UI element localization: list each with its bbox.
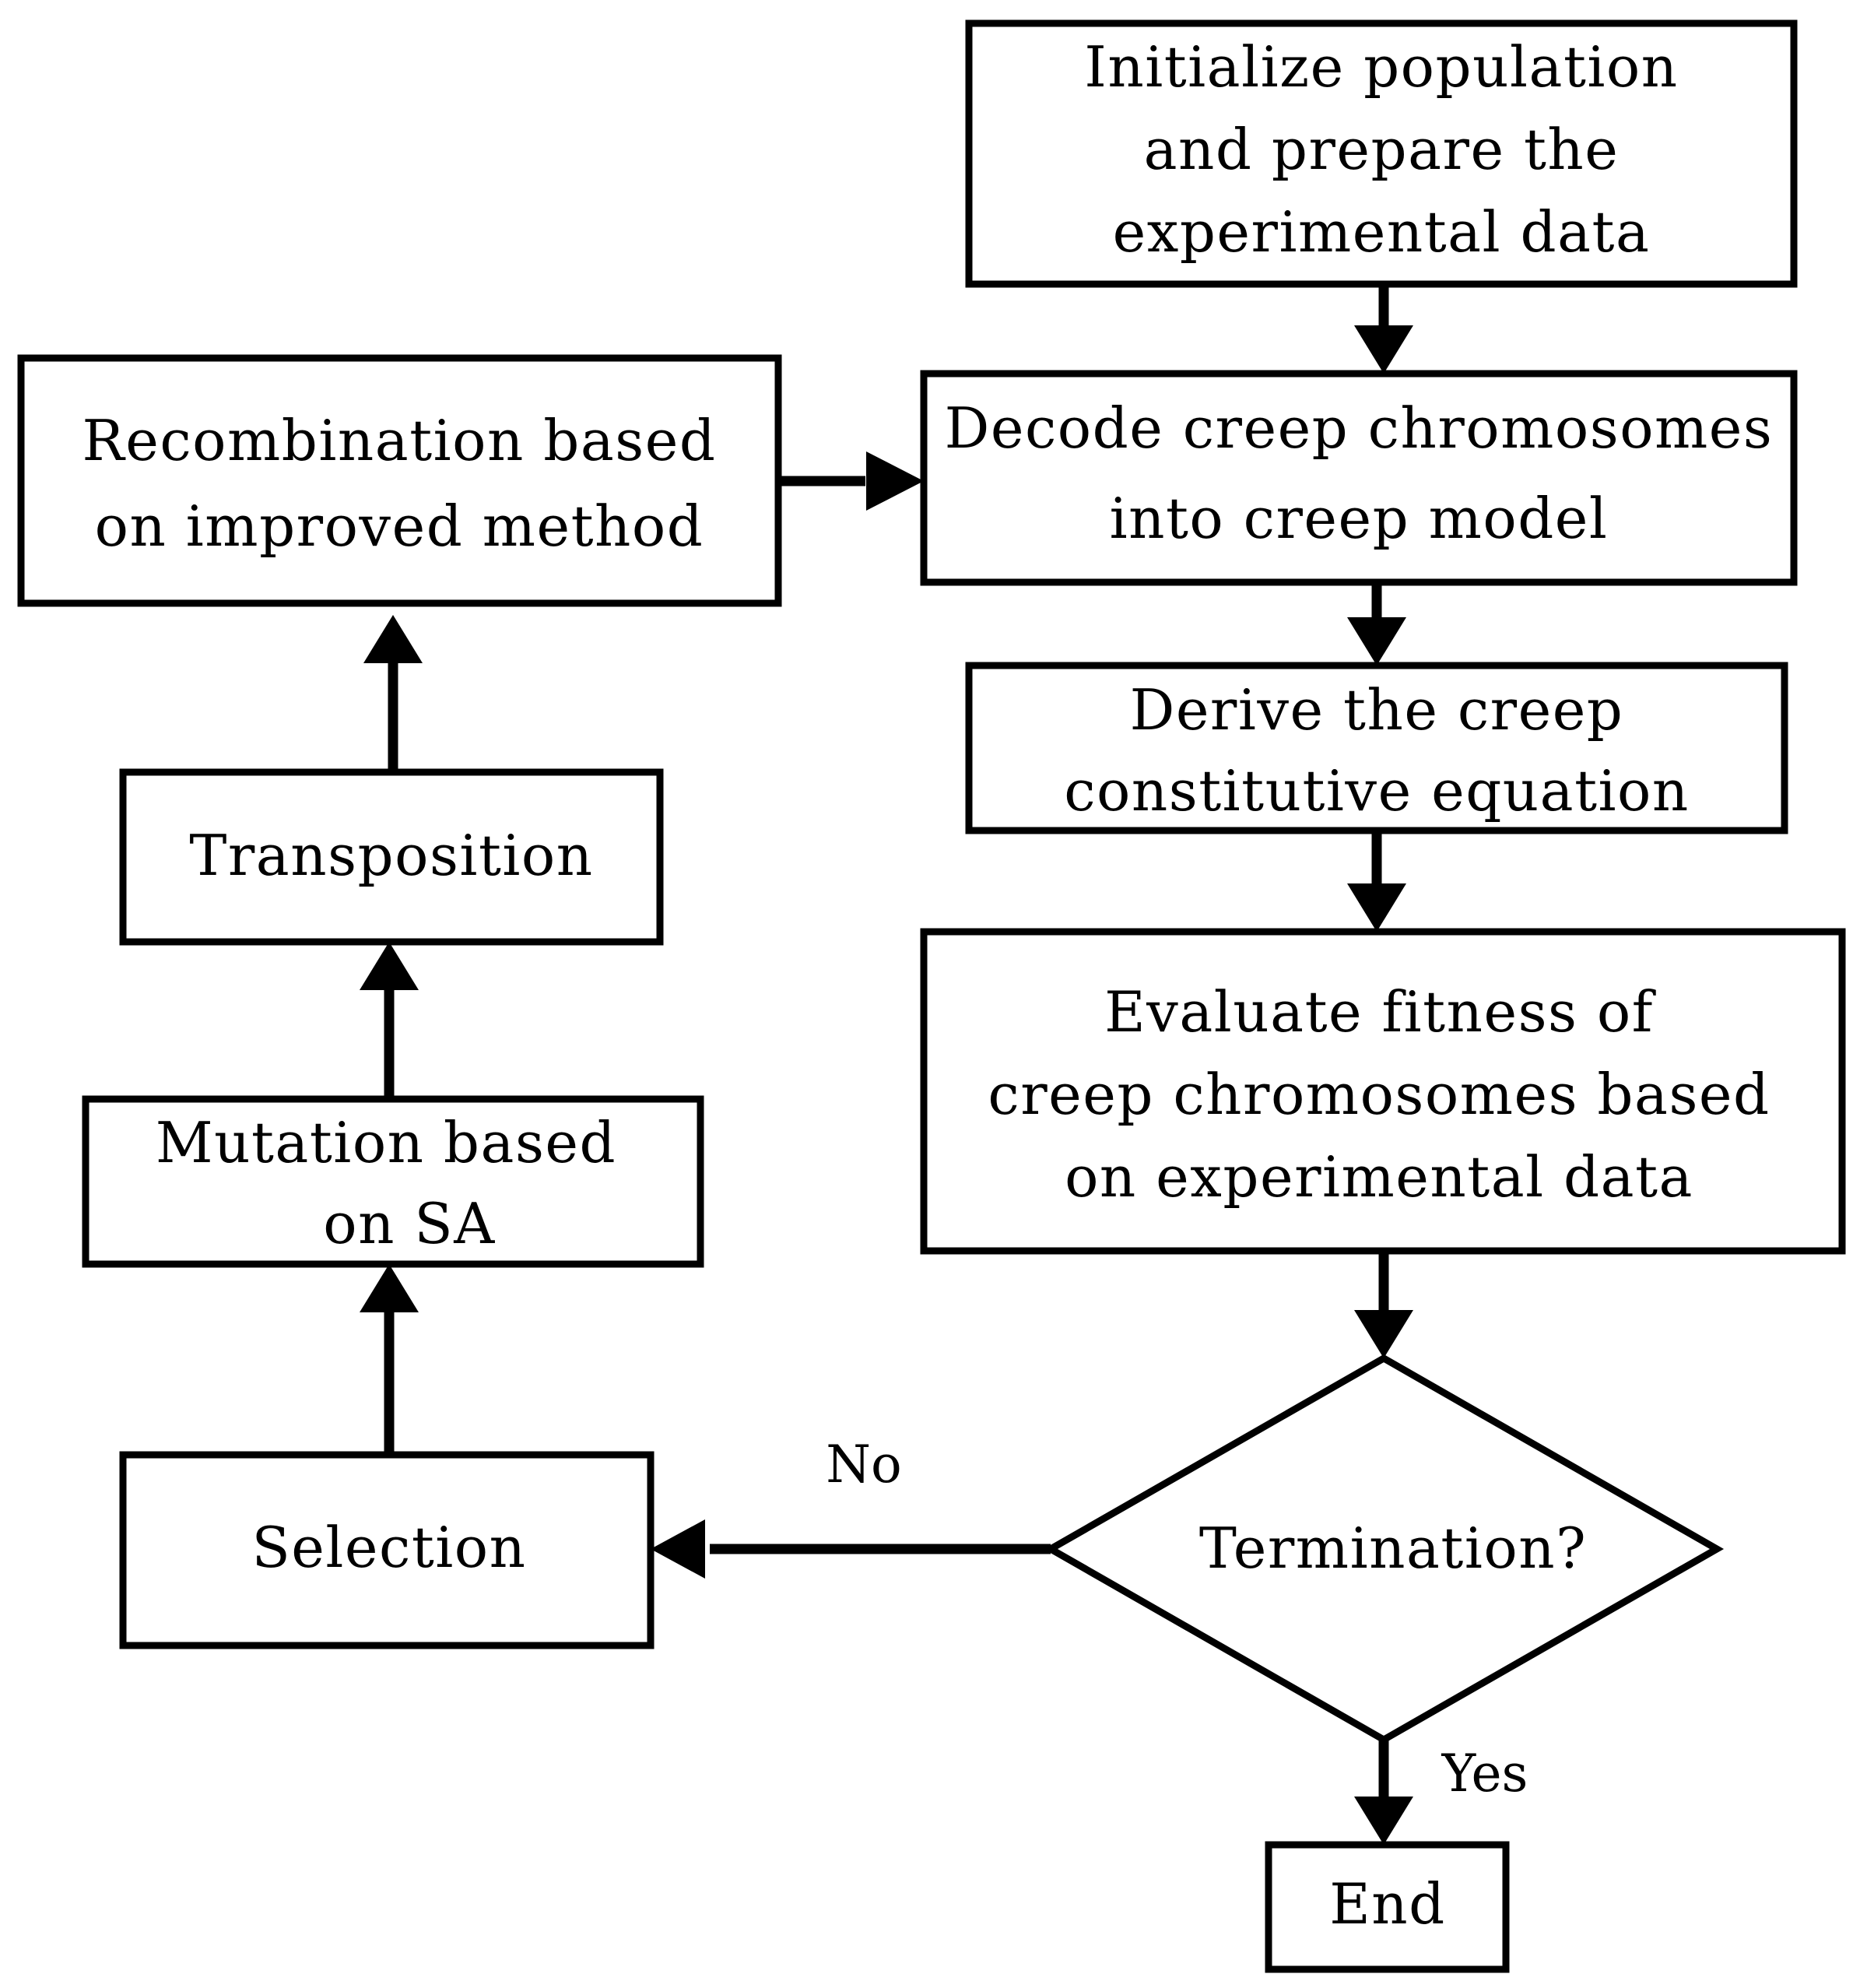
node-mutation-sa[interactable]: Mutation based on SA [82, 1095, 704, 1268]
node-recombination-line-1: Recombination based [82, 408, 717, 473]
node-evaluate-line-1: Evaluate fitness of [1104, 979, 1656, 1045]
node-termination-label: Termination? [1199, 1516, 1587, 1581]
connector-initialize-to-decode [1354, 284, 1413, 374]
connector-decode-to-derive [1347, 582, 1406, 666]
node-recombination[interactable]: Recombination based on improved method [17, 354, 782, 607]
node-recombination-line-2: on improved method [95, 493, 704, 559]
node-initialize-population[interactable]: Initialize population and prepare the ex… [965, 19, 1798, 288]
node-end-label: End [1329, 1871, 1446, 1937]
node-selection-label: Selection [251, 1515, 526, 1580]
connector-transposition-to-recombination [363, 615, 423, 772]
edge-label-yes: Yes [1441, 1744, 1528, 1804]
connector-mutation-to-transposition [360, 942, 419, 1099]
node-derive-line-1: Derive the creep [1130, 677, 1624, 743]
connector-evaluate-to-termination [1354, 1251, 1413, 1358]
connector-selection-to-mutation [360, 1264, 419, 1455]
node-selection[interactable]: Selection [119, 1451, 655, 1649]
node-derive-equation[interactable]: Derive the creep constitutive equation [965, 662, 1788, 834]
node-initialize-line-3: experimental data [1113, 199, 1651, 265]
connector-derive-to-evaluate [1347, 831, 1406, 932]
node-evaluate-fitness[interactable]: Evaluate fitness of creep chromosomes ba… [920, 928, 1846, 1255]
edge-label-no: No [826, 1435, 902, 1495]
node-termination-decision[interactable]: Termination? [1043, 1354, 1725, 1744]
node-evaluate-line-3: on experimental data [1065, 1144, 1693, 1210]
node-initialize-line-2: and prepare the [1144, 117, 1620, 182]
node-decode-chromosomes[interactable]: Decode creep chromosomes into creep mode… [920, 370, 1798, 586]
node-transposition-label: Transposition [189, 823, 593, 888]
node-end[interactable]: End [1265, 1841, 1510, 1973]
node-mutation-line-2: on SA [323, 1191, 495, 1256]
connector-termination-to-end [1354, 1740, 1413, 1845]
connector-recombination-to-decode [778, 451, 924, 511]
node-mutation-line-1: Mutation based [156, 1110, 616, 1175]
node-derive-line-2: constitutive equation [1064, 758, 1690, 824]
node-evaluate-line-2: creep chromosomes based [988, 1062, 1770, 1127]
node-decode-line-2: into creep model [1110, 486, 1609, 551]
node-decode-line-1: Decode creep chromosomes [945, 395, 1774, 461]
node-transposition[interactable]: Transposition [119, 768, 664, 946]
node-initialize-line-1: Initialize population [1084, 34, 1678, 100]
connector-termination-to-selection [651, 1519, 1051, 1579]
